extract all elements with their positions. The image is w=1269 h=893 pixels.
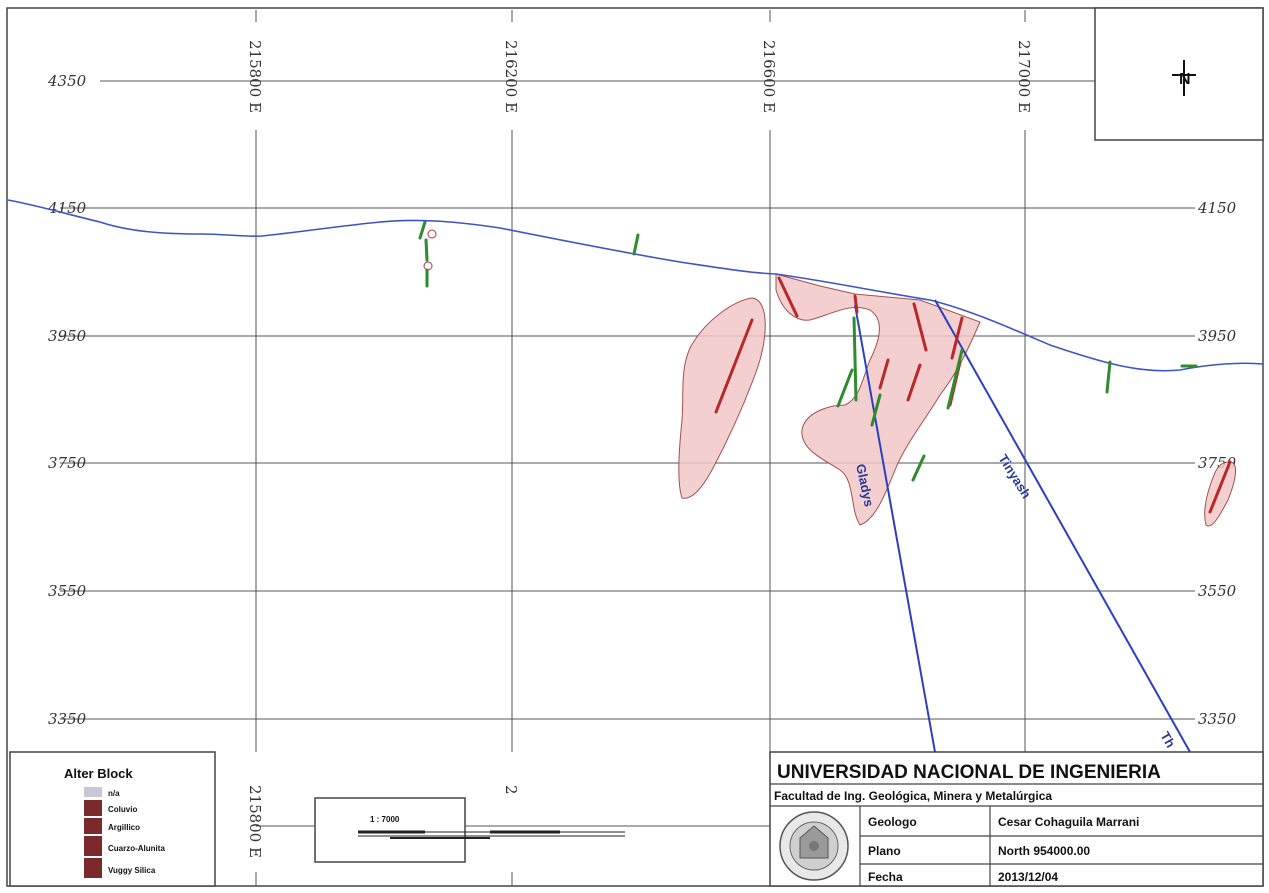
- scale-bar: 1 : 7000: [314, 797, 625, 863]
- drill-hole: [878, 358, 890, 390]
- title-row-key: Geologo: [868, 815, 917, 829]
- drill-hole: [906, 363, 922, 402]
- fault-label-tinyash: Tinyash: [995, 452, 1034, 501]
- fault-tinyash: [934, 299, 1191, 753]
- title-block: UNIVERSIDAD NACIONAL DE INGENIERIA Facul…: [769, 751, 1264, 887]
- legend-item-label: Coluvio: [108, 805, 137, 814]
- north-arrow-box: N: [1094, 7, 1264, 141]
- title-row-value: Cesar Cohaguila Marrani: [998, 815, 1139, 829]
- map-frame: [6, 7, 1264, 887]
- elev-label-left: 3550: [48, 582, 87, 600]
- scale-label: 1 : 7000: [370, 815, 400, 824]
- elevation-labels: 4350 4150 3950 3750 3550 3350 4150 3950 …: [47, 72, 1237, 728]
- drill-hole: [836, 368, 854, 408]
- elev-label-left: 3950: [48, 327, 87, 345]
- elev-label-right: 4150: [1197, 199, 1237, 217]
- drill-hole: [424, 238, 429, 262]
- legend-title: Alter Block: [64, 766, 133, 781]
- drill-hole: [418, 220, 427, 240]
- drill-hole: [912, 302, 928, 352]
- drill-hole: [632, 233, 640, 256]
- north-arrow-label: N: [1179, 71, 1191, 88]
- legend-swatch: [84, 787, 102, 797]
- easting-label: 215800 E: [246, 40, 264, 113]
- drill-hole: [853, 294, 859, 314]
- legend-item-label: n/a: [108, 789, 120, 798]
- drill-hole: [946, 348, 964, 410]
- drill-hole-collar-marks: [423, 229, 437, 271]
- easting-label: 216600 E: [760, 40, 778, 113]
- drill-holes: [418, 220, 1232, 514]
- easting-label: 217000 E: [1015, 40, 1033, 113]
- legend-swatch: [84, 836, 102, 856]
- fault-gladys: [854, 304, 936, 753]
- drill-hole: [950, 316, 964, 360]
- title-row-key: Plano: [868, 844, 901, 858]
- legend: Alter Block n/a Coluvio Argillico Cuarzo…: [9, 751, 216, 887]
- alteration-zones: [678, 273, 1236, 527]
- drill-hole: [777, 276, 799, 318]
- elev-label-left: 3350: [48, 710, 87, 728]
- elev-label-right: 3550: [1198, 582, 1237, 600]
- elev-label-left: 3750: [48, 454, 87, 472]
- legend-swatch: [84, 858, 102, 878]
- legend-item-label: Cuarzo-Alunita: [108, 844, 165, 853]
- university-name: UNIVERSIDAD NACIONAL DE INGENIERIA: [777, 762, 1161, 783]
- legend-swatch: [84, 800, 102, 816]
- drill-hole: [1105, 360, 1112, 394]
- legend-item-label: Vuggy Silica: [108, 866, 156, 875]
- university-seal-icon: [779, 811, 849, 881]
- grid: [60, 10, 1195, 886]
- title-row-key: Fecha: [868, 870, 903, 884]
- legend-swatch: [84, 818, 102, 834]
- elev-label-right: 3950: [1198, 327, 1237, 345]
- elev-label-left: 4350: [47, 72, 87, 90]
- elev-label-left: 4150: [47, 199, 87, 217]
- title-row-value: 2013/12/04: [998, 870, 1058, 884]
- fault-label-th: Th: [1157, 729, 1178, 750]
- easting-labels: 215800 E 216200 E 216600 E 217000 E 2158…: [246, 40, 1033, 858]
- drill-hole: [852, 316, 858, 402]
- faculty-name: Facultad de Ing. Geológica, Minera y Met…: [774, 789, 1052, 803]
- drill-hole: [911, 454, 926, 482]
- faults: [854, 299, 1191, 753]
- legend-item-label: Argillico: [108, 823, 140, 832]
- center-tick-label: 2: [502, 785, 520, 795]
- easting-label-bottom: 215800 E: [246, 785, 264, 858]
- title-row-value: North 954000.00: [998, 844, 1090, 858]
- drill-hole: [1208, 460, 1232, 514]
- elev-label-right: 3350: [1198, 710, 1237, 728]
- drill-hole: [714, 318, 754, 414]
- topography-profile: [7, 199, 1264, 372]
- easting-label: 216200 E: [502, 40, 520, 113]
- drill-hole: [870, 393, 882, 427]
